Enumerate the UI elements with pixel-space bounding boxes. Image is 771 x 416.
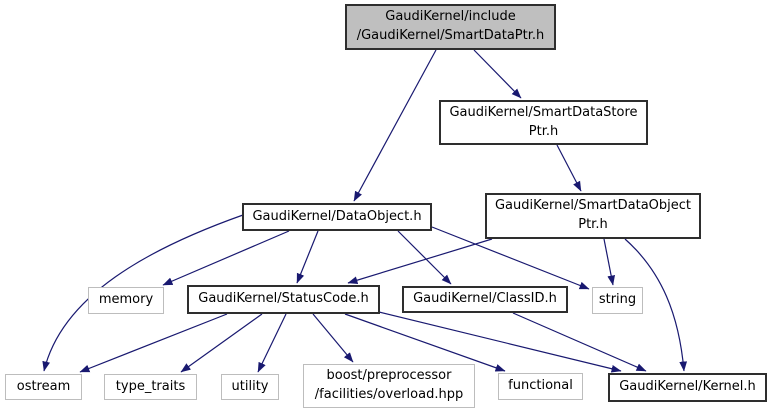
- edge-statuscode-to-type_traits: [180, 313, 263, 373]
- node-string: string: [592, 287, 643, 314]
- edge-smartdataptr-to-smartdatastoreptr: [473, 49, 522, 99]
- node-type_traits: type_traits: [104, 374, 197, 400]
- node-boost_overload: boost/preprocessor /facilities/overload.…: [303, 364, 475, 408]
- node-functional: functional: [498, 373, 583, 400]
- edge-dataobject-to-memory: [162, 230, 290, 286]
- node-smartdataobjectptr[interactable]: GaudiKernel/SmartDataObject Ptr.h: [485, 193, 701, 239]
- edge-smartdataobjectptr-to-kernel: [624, 238, 688, 372]
- edge-statuscode-to-boost_overload: [312, 313, 354, 363]
- node-statuscode[interactable]: GaudiKernel/StatusCode.h: [187, 285, 380, 314]
- edge-statuscode-to-kernel: [378, 311, 622, 373]
- edge-statuscode-to-utility: [257, 313, 287, 373]
- node-classid[interactable]: GaudiKernel/ClassID.h: [402, 286, 568, 313]
- node-ostream: ostream: [5, 374, 82, 400]
- edge-smartdataobjectptr-to-statuscode: [347, 238, 493, 284]
- node-memory: memory: [88, 287, 164, 314]
- edge-classid-to-kernel: [512, 312, 647, 372]
- edge-smartdataobjectptr-to-string: [603, 238, 616, 286]
- edge-statuscode-to-ostream: [79, 313, 228, 373]
- edge-dataobject-to-classid: [397, 230, 452, 285]
- edge-dataobject-to-statuscode: [296, 230, 319, 284]
- node-smartdataptr: GaudiKernel/include /GaudiKernel/SmartDa…: [345, 4, 556, 50]
- edge-smartdatastoreptr-to-smartdataobjectptr: [556, 144, 582, 192]
- edge-dataobject-to-ostream: [42, 214, 244, 372]
- node-utility: utility: [221, 374, 279, 400]
- node-smartdatastoreptr[interactable]: GaudiKernel/SmartDataStore Ptr.h: [439, 100, 648, 145]
- edge-dataobject-to-string: [431, 226, 590, 290]
- edge-smartdataptr-to-dataobject: [353, 49, 437, 202]
- node-kernel[interactable]: GaudiKernel/Kernel.h: [608, 373, 767, 402]
- edge-statuscode-to-functional: [344, 313, 506, 372]
- node-dataobject[interactable]: GaudiKernel/DataObject.h: [242, 203, 432, 231]
